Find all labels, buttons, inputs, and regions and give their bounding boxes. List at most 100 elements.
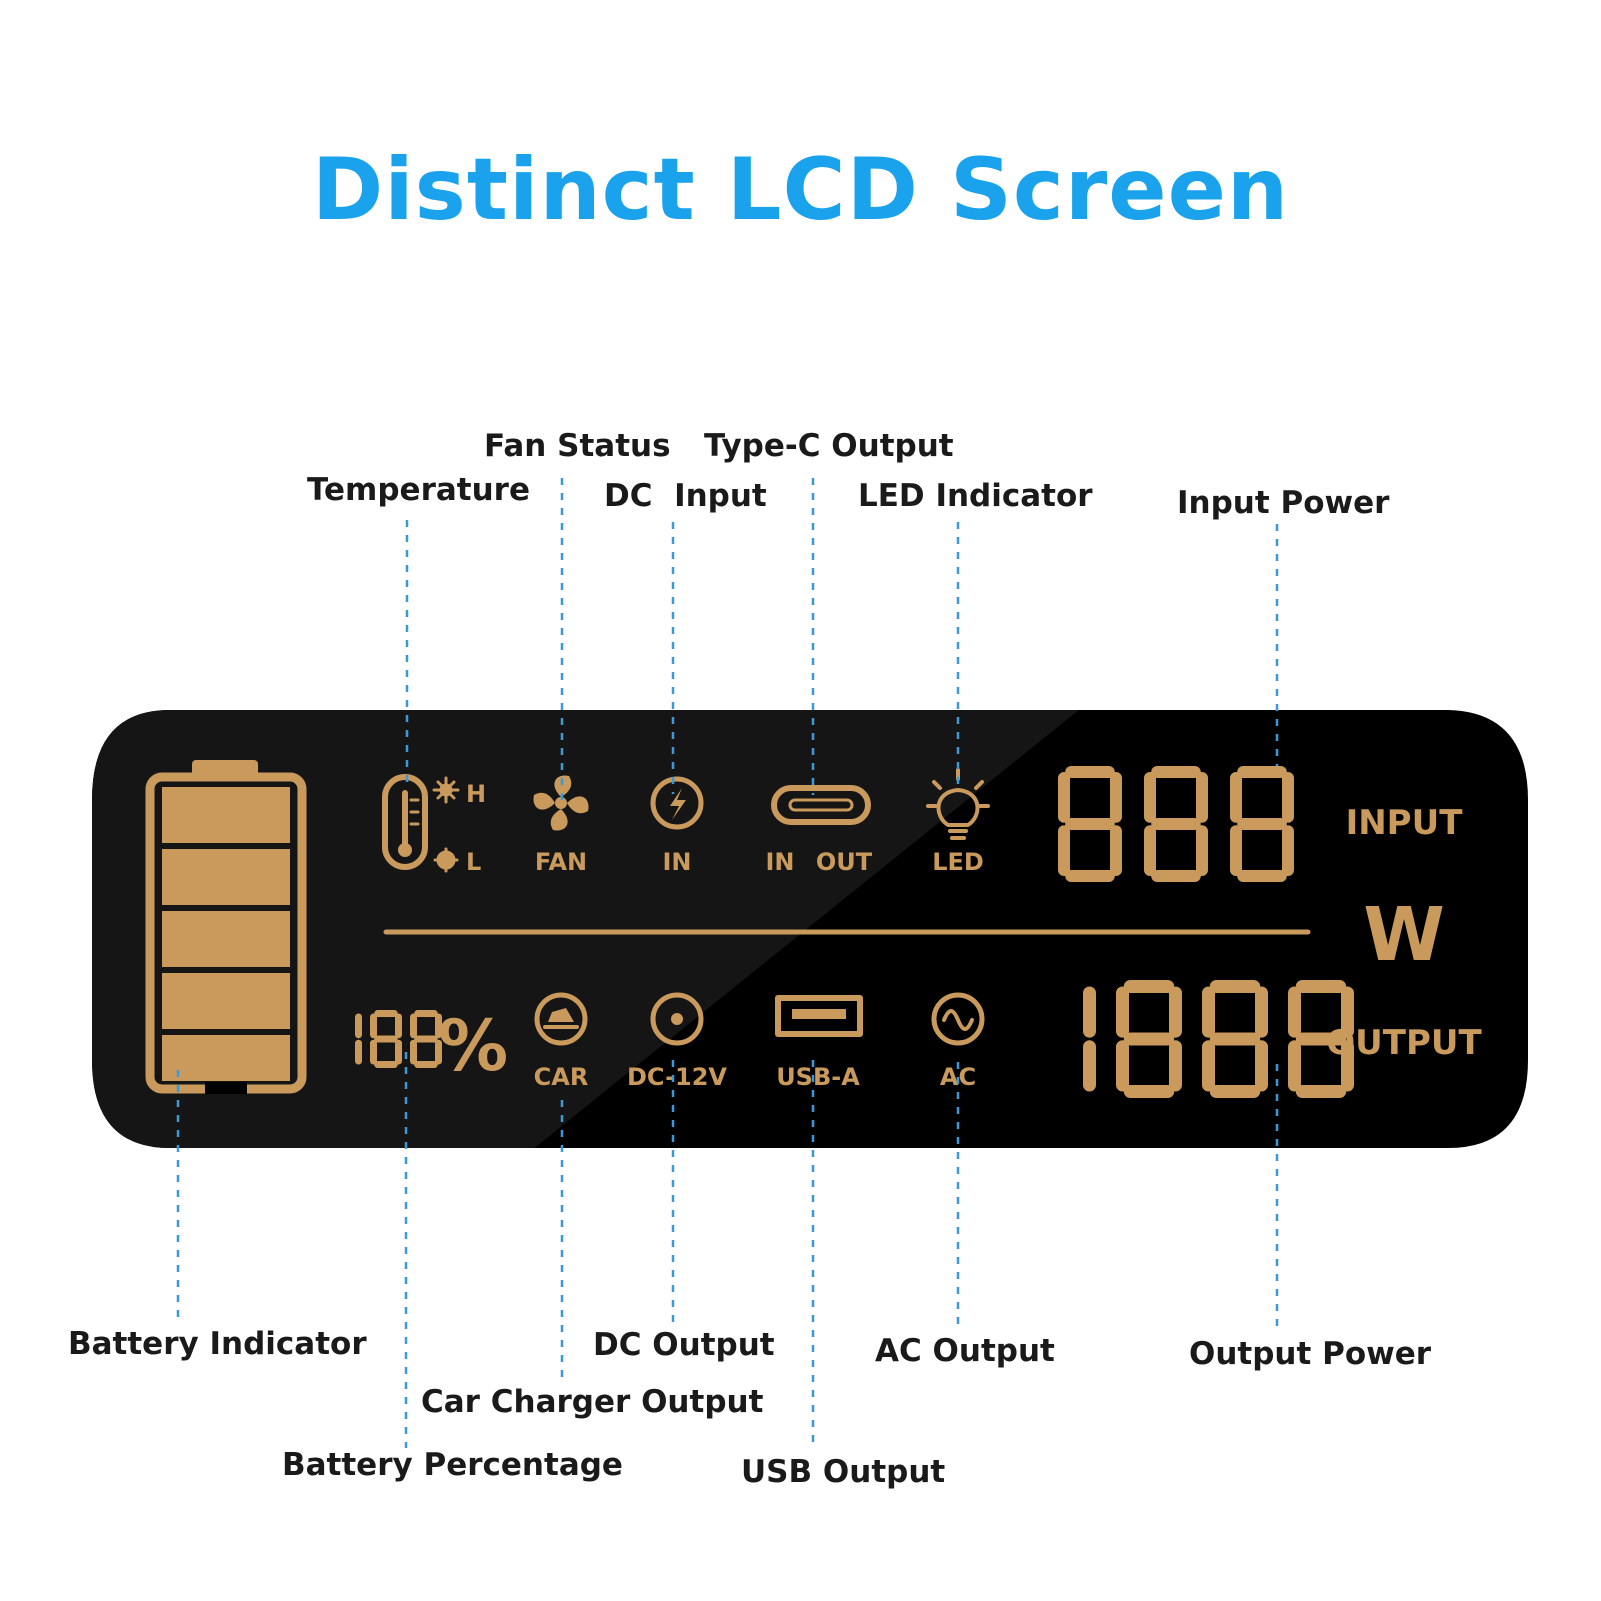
lcd-segment: [1110, 772, 1122, 823]
segment-digits: [355, 766, 1354, 1098]
dc12v-label: DC-12V: [627, 1063, 727, 1091]
lcd-segment: [395, 1013, 402, 1039]
lcd-segment: [370, 1013, 377, 1039]
fan-label: FAN: [535, 848, 587, 876]
lcd-segment: [1202, 1040, 1215, 1092]
thermometer-icon: [382, 774, 428, 870]
lcd-segment: [1196, 772, 1208, 823]
label-fan-status: Fan Status: [484, 428, 671, 464]
input-label: INPUT: [1346, 803, 1464, 843]
label-dc-input: DC Input: [604, 478, 767, 514]
lcd-segment: [1123, 980, 1175, 993]
lcd-segment: [1144, 772, 1156, 823]
lcd-segment: [1151, 818, 1201, 830]
lcd-segment: [1065, 818, 1115, 830]
lcd-segment: [1058, 825, 1070, 876]
label-temperature: Temperature: [307, 472, 530, 508]
unit-label: W: [1363, 892, 1445, 978]
label-battery-indicator: Battery Indicator: [68, 1326, 367, 1362]
lcd-segment: [1202, 986, 1215, 1038]
lcd-segment: [1169, 986, 1182, 1038]
lcd-segment: [414, 1035, 438, 1043]
input-power-digit-3: [1230, 766, 1294, 882]
lcd-segment: [414, 1061, 438, 1068]
lcd-segment: [1110, 825, 1122, 876]
lcd-segment: [1230, 825, 1242, 876]
lcd-segment: [355, 1039, 362, 1065]
dc-in-label: IN: [662, 848, 691, 876]
output-power-digit-3: [1202, 980, 1268, 1098]
ac-wave-icon: [931, 992, 985, 1046]
glass-reflection: [92, 710, 1085, 1148]
temp-high-label: H: [466, 780, 486, 808]
battery-percent-digit-2: [370, 1010, 402, 1068]
bulb-icon: [926, 768, 990, 840]
lcd-segment: [1341, 1040, 1354, 1092]
lcd-segment: [435, 1039, 442, 1065]
label-battery-percentage: Battery Percentage: [282, 1447, 623, 1483]
lcd-segment: [1341, 986, 1354, 1038]
lcd-segment: [355, 1013, 362, 1039]
lcd-segment: [1237, 818, 1287, 830]
lcd-segment: [1282, 772, 1294, 823]
page-title: Distinct LCD Screen: [311, 140, 1290, 240]
battery-icon: [145, 760, 307, 1094]
lcd-segment: [410, 1039, 417, 1065]
lcd-segment: [1058, 772, 1070, 823]
lcd-segment: [1288, 986, 1301, 1038]
sun-icon: [432, 776, 460, 804]
percent-sign: %: [438, 1005, 508, 1087]
lcd-segment: [1144, 825, 1156, 876]
lcd-segment: [395, 1039, 402, 1065]
lcd-segment: [1065, 766, 1115, 778]
battery-percent-digit-3: [410, 1010, 442, 1068]
lcd-segment: [370, 1039, 377, 1065]
led-label: LED: [932, 848, 984, 876]
lightning-icon: [650, 776, 704, 830]
lcd-segment: [1116, 986, 1129, 1038]
lcd-segment: [374, 1061, 398, 1068]
label-usb-output: USB Output: [741, 1454, 946, 1490]
lcd-segment: [1169, 1040, 1182, 1092]
label-led-indicator: LED Indicator: [858, 478, 1093, 514]
output-power-digit-1: [1083, 986, 1096, 1092]
lcd-segment: [1295, 1032, 1347, 1046]
output-power-digit-4: [1288, 980, 1354, 1098]
input-power-digit-2: [1144, 766, 1208, 882]
typec-out-label: OUT: [816, 848, 873, 876]
lcd-segment: [1123, 1032, 1175, 1046]
lcd-segment: [1288, 1040, 1301, 1092]
lcd-segment: [1083, 986, 1096, 1038]
snowflake-icon: [433, 847, 459, 873]
usb-a-icon: [775, 995, 863, 1037]
lcd-segment: [1295, 1085, 1347, 1098]
label-type-c-output: Type-C Output: [704, 428, 954, 464]
fan-icon: [533, 775, 589, 831]
lcd-segment: [1065, 870, 1115, 882]
lcd-segment: [1151, 766, 1201, 778]
temp-low-label: L: [466, 848, 481, 876]
label-output-power: Output Power: [1189, 1336, 1432, 1372]
lcd-segment: [1237, 870, 1287, 882]
usba-label: USB-A: [776, 1063, 860, 1091]
lcd-segment: [1230, 772, 1242, 823]
label-dc-output: DC Output: [593, 1327, 775, 1363]
output-power-digit-2: [1116, 980, 1182, 1098]
lcd-segment: [1151, 870, 1201, 882]
lcd-segment: [374, 1035, 398, 1043]
car-label: CAR: [534, 1063, 589, 1091]
typec-in-label: IN: [765, 848, 794, 876]
lcd-segment: [1123, 1085, 1175, 1098]
input-power-digit-1: [1058, 766, 1122, 882]
lcd-segment: [1196, 825, 1208, 876]
battery-percent-digit-1: [355, 1013, 362, 1065]
lcd-segment: [1255, 986, 1268, 1038]
lcd-segment: [1209, 980, 1261, 993]
lcd-segment: [414, 1010, 438, 1017]
usb-c-icon: [771, 785, 871, 825]
lcd-segment: [1282, 825, 1294, 876]
lcd-segment: [1255, 1040, 1268, 1092]
lcd-segment: [1209, 1085, 1261, 1098]
lcd-segment: [1116, 1040, 1129, 1092]
